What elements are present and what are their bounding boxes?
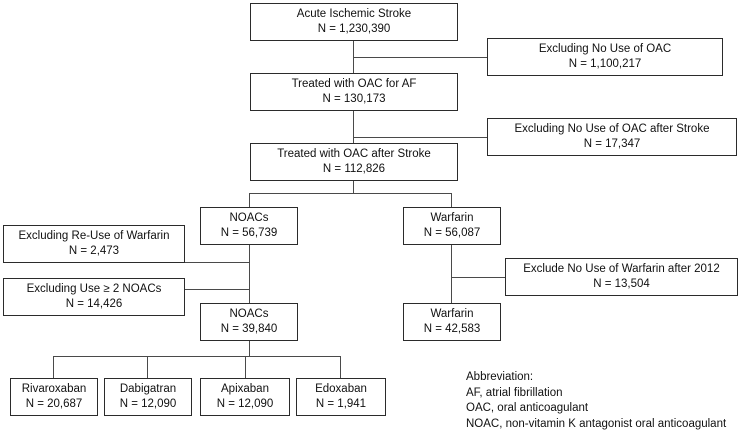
node-label: Warfarin (430, 212, 474, 224)
node-excluding-no-use-of-oac[interactable]: Excluding No Use of OAC N = 1,100,217 (487, 38, 723, 76)
connector-afterstroke-split (249, 193, 452, 195)
node-excluding-re-use-of-warfarin[interactable]: Excluding Re-Use of Warfarin N = 2,473 (3, 225, 185, 263)
node-count: N = 56,739 (220, 227, 278, 239)
node-count: N = 56,087 (423, 227, 481, 239)
node-dabigatran[interactable]: Dabigatran N = 12,090 (104, 378, 192, 416)
node-count: N = 42,583 (423, 323, 481, 335)
connector-noacs-to-exclusion-2noacs (185, 289, 250, 291)
node-edoxaban[interactable]: Edoxaban N = 1,941 (296, 378, 386, 416)
connector-noacs-trunk (249, 245, 251, 303)
node-rivaroxaban[interactable]: Rivaroxaban N = 20,687 (10, 378, 98, 416)
node-count: N = 20,687 (25, 398, 83, 410)
connector-afterstroke-down (353, 181, 355, 194)
node-label: Excluding No Use of OAC after Stroke (514, 123, 710, 135)
node-warfarin-initial[interactable]: Warfarin N = 56,087 (403, 207, 501, 245)
node-count: N = 1,230,390 (317, 23, 391, 35)
node-count: N = 12,090 (119, 398, 177, 410)
node-label: Acute Ischemic Stroke (296, 8, 412, 20)
node-apixaban[interactable]: Apixaban N = 12,090 (200, 378, 290, 416)
node-count: N = 112,826 (322, 163, 386, 175)
node-count: N = 130,173 (322, 93, 386, 105)
node-label: Excluding No Use of OAC (538, 43, 672, 55)
legend-line-oac: OAC, oral anticoagulant (466, 402, 589, 415)
node-excluding-use-2-or-more-noacs[interactable]: Excluding Use ≥ 2 NOACs N = 14,426 (3, 278, 185, 316)
node-warfarin-final[interactable]: Warfarin N = 42,583 (403, 303, 501, 341)
node-label: Treated with OAC for AF (291, 78, 417, 90)
connector-to-dabigatran (147, 356, 149, 378)
legend-heading: Abbreviation: (466, 371, 534, 383)
legend-line-af: AF, atrial fibrillation (466, 386, 563, 399)
node-count: N = 14,426 (65, 298, 123, 310)
node-label: NOACs (229, 308, 269, 320)
connector-oacaf-down (353, 111, 355, 143)
node-count: N = 1,100,217 (568, 58, 642, 70)
node-label: NOACs (229, 212, 269, 224)
connector-to-warfarin (451, 193, 453, 207)
node-count: N = 13,504 (593, 278, 650, 290)
connector-noacsfinal-down (249, 341, 251, 357)
node-label: Rivaroxaban (21, 383, 87, 395)
node-treated-with-oac-after-stroke[interactable]: Treated with OAC after Stroke N = 112,82… (250, 143, 458, 181)
node-noacs-initial[interactable]: NOACs N = 56,739 (200, 207, 298, 245)
node-count: N = 2,473 (68, 245, 120, 257)
node-count: N = 39,840 (220, 323, 278, 335)
legend-line-noac: NOAC, non-vitamin K antagonist oral anti… (466, 417, 727, 430)
node-noacs-final[interactable]: NOACs N = 39,840 (200, 303, 298, 341)
connector-warfarin-to-exclusion-2012 (451, 277, 505, 279)
node-label: Treated with OAC after Stroke (277, 148, 431, 160)
node-label: Exclude No Use of Warfarin after 2012 (523, 263, 720, 275)
node-acute-ischemic-stroke[interactable]: Acute Ischemic Stroke N = 1,230,390 (250, 3, 458, 41)
connector-to-edoxaban (340, 356, 342, 378)
connector-to-apixaban (245, 356, 247, 378)
node-treated-with-oac-for-af[interactable]: Treated with OAC for AF N = 130,173 (250, 73, 458, 111)
connector-drugs-split (53, 356, 341, 358)
connector-to-rivaroxaban (53, 356, 55, 378)
connector-to-noacs (249, 193, 251, 207)
node-label: Dabigatran (119, 383, 177, 395)
node-exclude-no-use-of-warfarin-after-2012[interactable]: Exclude No Use of Warfarin after 2012 N … (505, 258, 738, 296)
node-count: N = 17,347 (583, 138, 641, 150)
node-label: Excluding Re-Use of Warfarin (18, 230, 170, 242)
node-count: N = 12,090 (216, 398, 274, 410)
node-excluding-no-use-of-oac-after-stroke[interactable]: Excluding No Use of OAC after Stroke N =… (487, 118, 737, 156)
connector-warfarin-trunk (451, 245, 453, 303)
node-label: Warfarin (430, 308, 474, 320)
node-label: Apixaban (221, 383, 269, 395)
abbreviation-legend: Abbreviation: AF, atrial fibrillation OA… (466, 370, 726, 432)
connector-stroke-to-exclusion-1 (353, 57, 487, 59)
node-label: Edoxaban (315, 383, 367, 395)
connector-noacs-to-exclusion-reuse (185, 262, 250, 264)
node-count: N = 1,941 (315, 398, 367, 410)
node-label: Excluding Use ≥ 2 NOACs (26, 283, 162, 295)
connector-oacaf-to-exclusion-2 (353, 137, 487, 139)
